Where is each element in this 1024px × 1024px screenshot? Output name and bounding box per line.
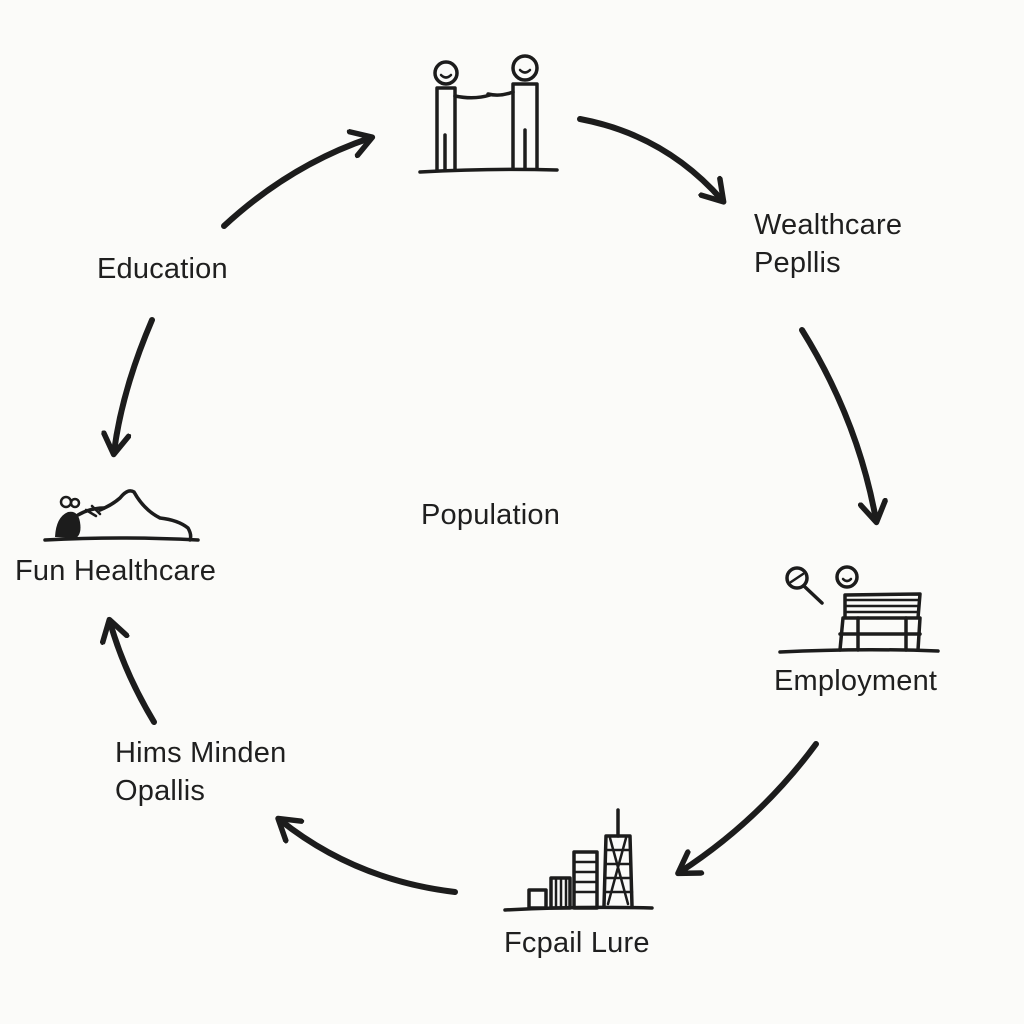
arrow-employment-to-fcpail	[680, 741, 819, 872]
center-label-population: Population	[421, 496, 560, 534]
node-label-line: Hims Minden	[115, 737, 287, 769]
arrow-fcpail-to-hims	[280, 820, 458, 895]
node-label-line: Pepllis	[754, 247, 841, 279]
node-label-fun-healthcare: Fun Healthcare	[15, 552, 216, 590]
node-label-line: Fcpail Lure	[504, 927, 650, 959]
node-label-line: Wealthcare	[754, 209, 903, 241]
node-label-education: Education	[97, 250, 228, 288]
node-label-fcpail: Fcpail Lure	[504, 924, 650, 962]
node-label-line: Opallis	[115, 775, 206, 807]
node-label-employment: Employment	[774, 662, 937, 700]
arrow-wealthcare-to-employment	[799, 327, 876, 520]
people-at-desk-icon	[778, 565, 940, 654]
node-label-line: Education	[97, 253, 228, 285]
node-label-line: Fun Healthcare	[15, 555, 217, 587]
arrow-hims-to-fun-healthcare	[110, 622, 157, 725]
two-people-shaking-hands-icon	[418, 54, 559, 174]
node-label-line: Employment	[774, 665, 938, 697]
node-label-wealthcare: Wealthcare Pepllis	[754, 206, 902, 282]
arrow-education-to-fun-healthcare	[114, 317, 155, 452]
city-skyline-icon	[503, 808, 654, 912]
arrow-top-to-wealthcare	[577, 116, 722, 200]
arrow-education-to-top	[221, 138, 370, 229]
person-on-bed-icon	[43, 489, 200, 542]
cycle-arrows	[110, 116, 876, 895]
node-label-hims: Hims Minden Opallis	[115, 734, 286, 810]
center-label-text: Population	[421, 499, 561, 531]
